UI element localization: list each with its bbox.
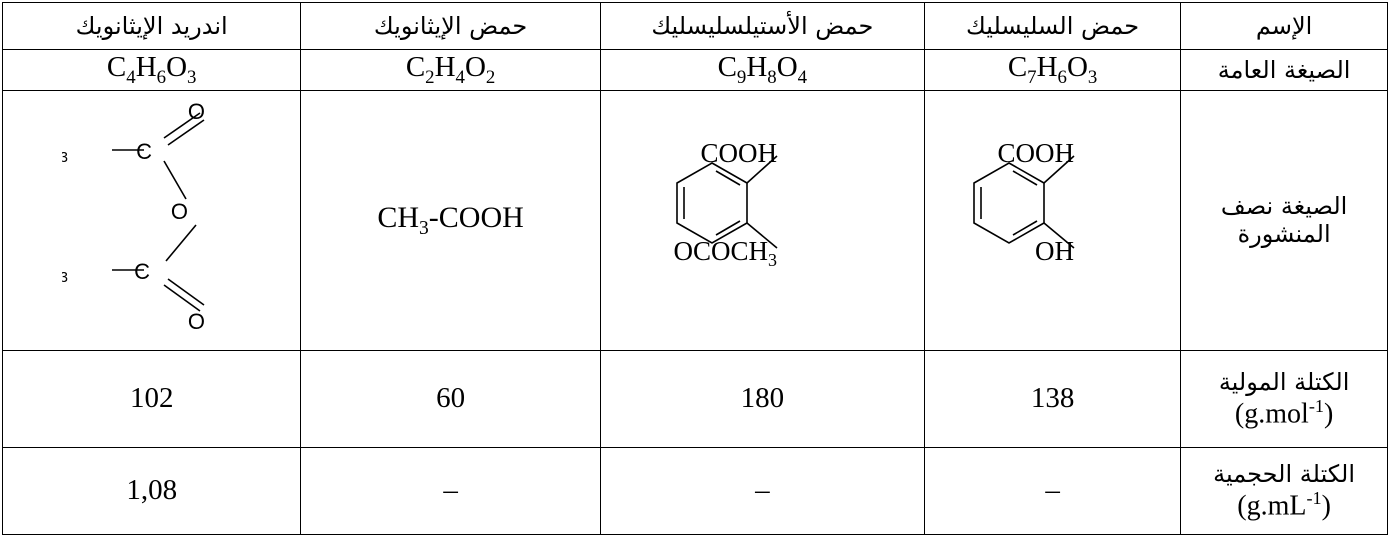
density-unit: (g.mL-1) [1237, 487, 1331, 522]
molar-mass-acetylsalicylic: 180 [599, 349, 925, 448]
molar-mass-row-label: الكتلة المولية (g.mol-1) [1180, 349, 1388, 448]
molar-mass-unit: (g.mol-1) [1234, 395, 1334, 429]
density-salicylic: – [923, 446, 1182, 536]
formula-salicylic: C7H6O3 [923, 49, 1182, 92]
structure-anhydride: CH3 CH3 C C O O O [1, 90, 302, 351]
bond-to-cooh-aspirin [746, 155, 778, 184]
bond-to-cooh [1043, 155, 1075, 184]
bond-to-ococh3 [746, 222, 778, 249]
compound-header-salicylic: حمض السليسليك [923, 1, 1182, 51]
density-row: الكتلة الحجمية (g.mL-1) – – – 1,08 [1, 446, 1388, 536]
acetylsalicylic-structure-diagram: COOH OCOCH3 [674, 138, 778, 270]
anhydride-top-ch3: CH3 [62, 137, 68, 166]
structure-acetylsalicylic: COOH OCOCH3 [599, 90, 925, 351]
formula-acetylsalicylic: C9H8O4 [599, 49, 925, 92]
cooh-group-label: COOH [998, 138, 1075, 168]
formula-ethanoic: C2H4O2 [300, 49, 601, 92]
structure-row: الصيغة نصف المنشورة COOH OH [1, 90, 1388, 351]
compound-header-ethanoic: حمض الإيثانويك [300, 1, 601, 51]
anhydride-bottom-ch3: CH3 [62, 257, 68, 286]
density-ethanoic: – [300, 446, 601, 536]
anhydride-structure-diagram: CH3 CH3 C C O O O [28, 99, 205, 334]
density-anhydride: 1,08 [1, 446, 302, 536]
aspirin-cooh-label: COOH [701, 138, 778, 168]
ethanoic-semi-formula: CH3-COOH [377, 200, 524, 239]
compound-header-anhydride: اندريد الإيثانويك [1, 1, 302, 51]
formula-row-label: الصيغة العامة [1180, 49, 1388, 92]
header-row: الإسم حمض السليسليك حمض الأستيلسليسليك ح… [1, 1, 1388, 51]
benzene-ring-aspirin [676, 155, 778, 249]
anhydride-bonds [111, 112, 205, 312]
molar-mass-ethanoic: 60 [300, 349, 601, 448]
anhydride-bottom-carbon: C [134, 259, 150, 284]
structure-row-label: الصيغة نصف المنشورة [1180, 90, 1388, 351]
formula-row: الصيغة العامة C7H6O3 C9H8O4 C2H4O2 C4H6O… [1, 49, 1388, 92]
benzene-ring [973, 155, 1075, 249]
compound-header-acetylsalicylic: حمض الأستيلسليسليك [599, 1, 925, 51]
molar-mass-row: الكتلة المولية (g.mol-1) 138 180 60 102 [1, 349, 1388, 448]
ococh3-label: OCOCH3 [674, 236, 778, 270]
anhydride-bridge-oxygen: O [171, 199, 188, 224]
structure-ethanoic: CH3-COOH [300, 90, 601, 351]
bond-to-oh [1043, 222, 1075, 249]
anhydride-bottom-oxygen: O [188, 309, 205, 334]
oh-group-label: OH [1035, 236, 1074, 266]
name-header: الإسم [1180, 1, 1388, 51]
anhydride-top-carbon: C [136, 139, 152, 164]
density-acetylsalicylic: – [599, 446, 925, 536]
salicylic-structure-diagram: COOH OH [973, 138, 1075, 266]
density-row-label: الكتلة الحجمية (g.mL-1) [1180, 446, 1388, 536]
molar-mass-salicylic: 138 [923, 349, 1182, 448]
structure-salicylic: COOH OH [923, 90, 1182, 351]
formula-anhydride: C4H6O3 [1, 49, 302, 92]
molar-mass-anhydride: 102 [1, 349, 302, 448]
